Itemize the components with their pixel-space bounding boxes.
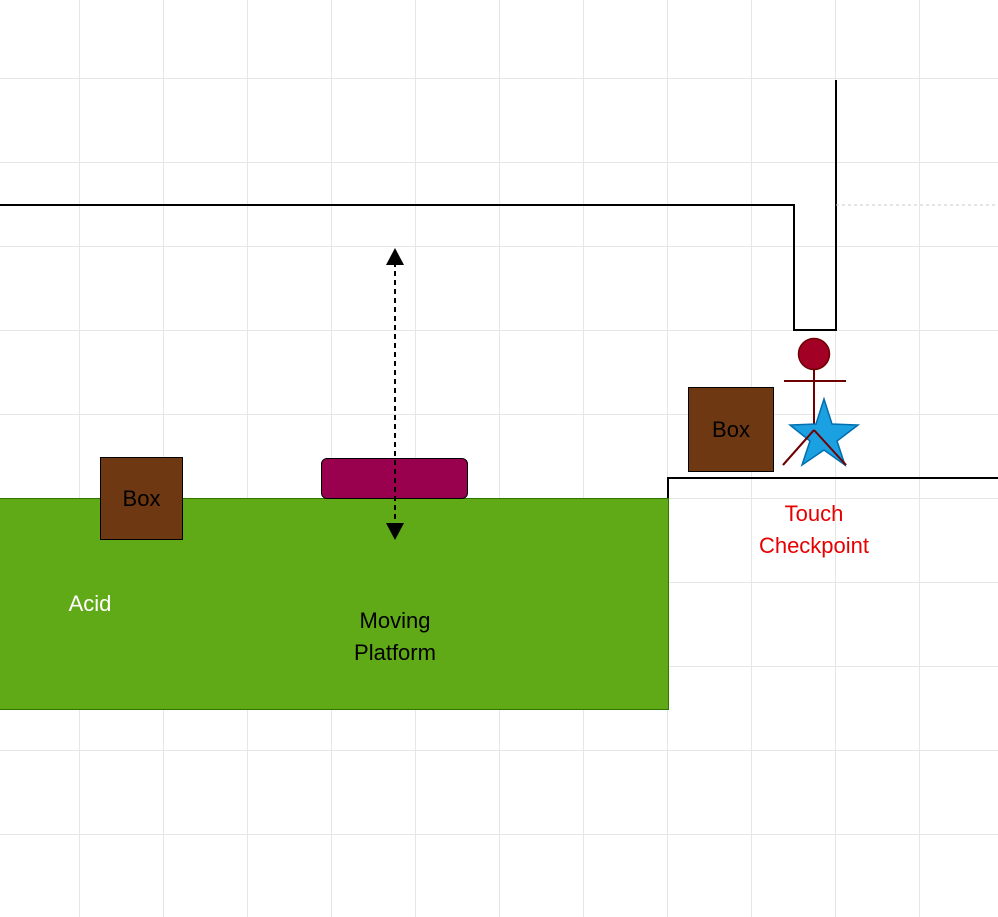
stick-figure-legs bbox=[782, 429, 847, 466]
ceiling-wall-outline bbox=[0, 80, 837, 331]
box-left: Box bbox=[100, 457, 183, 540]
box-right: Box bbox=[688, 387, 774, 472]
moving-platform-label: Moving Platform bbox=[300, 605, 490, 669]
player-head bbox=[797, 337, 831, 371]
moving-platform-label-text: Moving Platform bbox=[354, 608, 436, 665]
arrow-down-head-icon bbox=[386, 523, 404, 540]
arrow-up-head-icon bbox=[386, 248, 404, 265]
checkpoint-label-text: Touch Checkpoint bbox=[758, 501, 870, 558]
star-icon bbox=[787, 396, 861, 467]
box-label: Box bbox=[122, 485, 161, 511]
acid-label: Acid bbox=[68, 591, 112, 616]
checkpoint-label: Touch Checkpoint bbox=[724, 498, 904, 562]
box-label: Box bbox=[712, 416, 750, 442]
ledge-floor-outline bbox=[667, 477, 998, 498]
